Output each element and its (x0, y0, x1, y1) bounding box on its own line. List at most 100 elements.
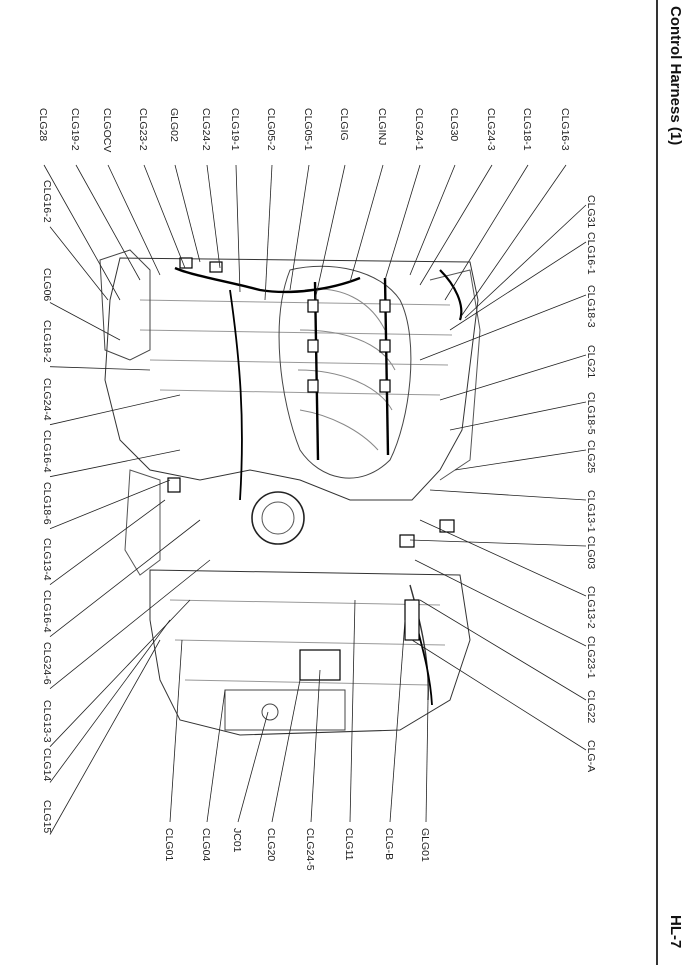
throttle-body (251, 491, 305, 545)
label-right-clg13-2: CLG13-2 (585, 586, 597, 629)
oil-pan (224, 689, 346, 731)
leader-line (49, 479, 171, 530)
label-left-clg24-6-8: CLG24-6 (41, 642, 53, 685)
label-left-clg16-4-4: CLG16-4 (41, 430, 53, 473)
label-top-clginj: CLGINJ (376, 108, 388, 145)
connector (307, 339, 319, 353)
leader-line (449, 241, 587, 331)
leader-line (49, 639, 161, 835)
label-top-clg28: CLG28 (37, 108, 49, 141)
leader-line (389, 619, 406, 823)
block-ribs (169, 599, 446, 686)
label-bottom-clg-b: CLG-B (383, 828, 395, 860)
timing-cover (99, 249, 151, 361)
connector (379, 299, 391, 313)
connector (399, 534, 415, 548)
leader-line (414, 559, 587, 647)
label-layer: CLG16-3CLG18-1CLG24-3CLG30CLG24-1CLGINJC… (37, 108, 597, 871)
label-left-clg24-4-3: CLG24-4 (41, 378, 53, 421)
label-left-clg13-3-9: CLG13-3 (41, 700, 53, 743)
label-left-clg18-2-2: CLG18-2 (41, 320, 53, 363)
leader-line (264, 164, 273, 301)
connector (404, 599, 420, 641)
leader-line (310, 669, 321, 823)
leader-line (411, 639, 587, 751)
label-right-clg-a: CLG-A (585, 740, 597, 772)
leader-line (419, 599, 587, 701)
leader-line (419, 294, 587, 361)
leader-line (49, 366, 151, 371)
leader-line (349, 164, 384, 283)
connector (307, 299, 319, 313)
label-bottom-clg04: CLG04 (200, 828, 212, 861)
connector (209, 261, 223, 273)
leader-line (169, 639, 183, 823)
leader-line (174, 164, 201, 263)
leader-line (271, 679, 301, 823)
cover-ribs (139, 299, 453, 396)
engine-illustration (99, 249, 481, 736)
leader-line (419, 164, 493, 286)
leader-line (289, 164, 310, 291)
leader-line (49, 519, 201, 638)
drain-plug (261, 703, 279, 721)
label-top-clg05-2: CLG05-2 (265, 108, 277, 151)
label-right-clg03: CLG03 (585, 536, 597, 569)
label-right-clg22: CLG22 (585, 690, 597, 723)
side-bracket (124, 469, 161, 576)
leader-line (49, 394, 181, 426)
label-top-clgig: CLGIG (338, 108, 350, 141)
label-right-clg31: CLG31 (585, 195, 597, 228)
intake-runners (297, 288, 396, 451)
label-right-clg18-3: CLG18-3 (585, 285, 597, 328)
leader-line (444, 164, 529, 301)
label-top-clg16-3: CLG16-3 (559, 108, 571, 151)
label-top-clg19-2: CLG19-2 (69, 108, 81, 151)
label-left-clg15-11: CLG15 (41, 800, 53, 833)
leader-line (454, 449, 587, 471)
label-right-clg21: CLG21 (585, 345, 597, 378)
leader-line (206, 689, 226, 823)
label-bottom-clg11: CLG11 (343, 828, 355, 861)
leader-line (409, 164, 456, 276)
leader-line (143, 164, 186, 269)
leader-line (49, 226, 109, 301)
leader-line (107, 164, 161, 276)
label-top-clg19-1: CLG19-1 (229, 108, 241, 151)
leader-line (49, 449, 181, 478)
connector (307, 379, 319, 393)
connector (179, 257, 193, 269)
label-bottom-clg20: CLG20 (265, 828, 277, 861)
label-left-clg16-4-7: CLG16-4 (41, 590, 53, 633)
leader-line (237, 711, 269, 823)
label-top-clgocv: CLGOCV (101, 108, 113, 152)
label-right-clg16-1: CLG16-1 (585, 232, 597, 275)
label-top-glg02: GLG02 (168, 108, 180, 142)
leader-line (439, 354, 587, 401)
harness-left-branch (229, 289, 243, 501)
label-left-clg14-10: CLG14 (41, 748, 53, 781)
label-left-clg16-2-0: CLG16-2 (41, 180, 53, 223)
leader-line (206, 164, 221, 269)
throttle-bore (261, 501, 295, 535)
leader-line (429, 489, 587, 501)
label-left-clg18-6-5: CLG18-6 (41, 482, 53, 525)
label-right-clg25: CLG25 (585, 440, 597, 473)
label-top-clg24-1: CLG24-1 (413, 108, 425, 151)
right-housing (429, 269, 481, 481)
label-left-clg06-1: CLG06 (41, 268, 53, 301)
connector-group (167, 257, 455, 681)
leader-line (409, 539, 587, 547)
leader-line (235, 164, 241, 293)
leader-line (425, 699, 429, 823)
engine-block (149, 569, 471, 736)
label-right-clg23-1: CLG23-1 (585, 636, 597, 679)
leader-line (419, 519, 587, 597)
leader-line (349, 599, 356, 823)
valve-cover-outline (104, 257, 479, 501)
leader-line (464, 204, 587, 319)
harness-sensor-loop (439, 269, 463, 321)
label-left-clg13-4-6: CLG13-4 (41, 538, 53, 581)
